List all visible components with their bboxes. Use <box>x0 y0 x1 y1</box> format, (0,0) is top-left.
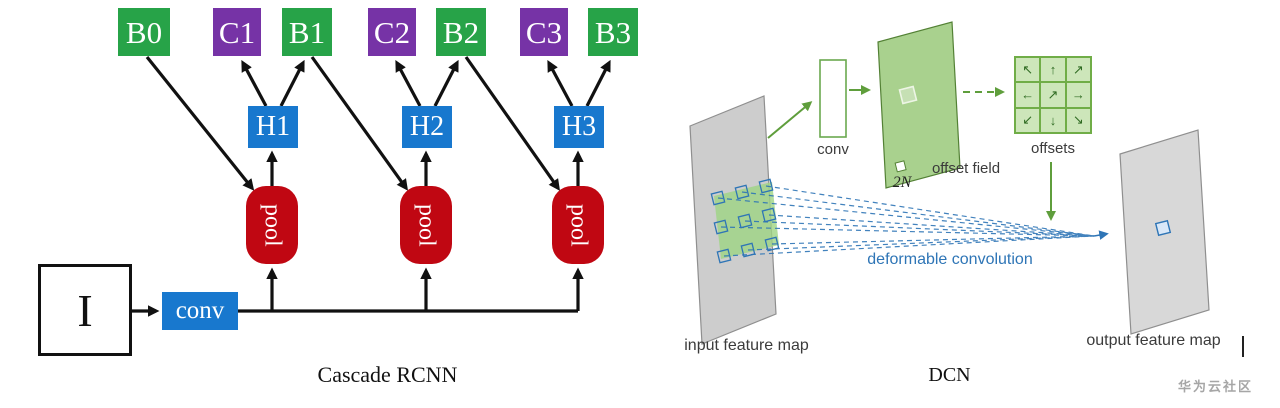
deformable-arrowhead <box>1093 230 1109 240</box>
node-b2: B2 <box>436 8 486 56</box>
node-h2: H2 <box>402 106 452 148</box>
cascade-arrows <box>128 55 611 317</box>
two-n-label: 2N <box>892 174 912 191</box>
node-c2: C2 <box>368 8 416 56</box>
deformable-convolution-label: deformable convolution <box>867 251 1033 268</box>
offset-arrow-icon: ↙ <box>1015 107 1041 133</box>
offset-arrow-icon: ↗ <box>1040 82 1066 108</box>
deformable-dashed-lines <box>717 185 1095 257</box>
node-h3: H3 <box>554 106 604 148</box>
input-feature-map-label: input feature map <box>684 337 809 354</box>
offsets-grid: ↖ ↑ ↗ ← ↗ → ↙ ↓ ↘ <box>1014 56 1092 134</box>
node-input-image: I <box>38 264 132 356</box>
offset-arrow-icon: ← <box>1015 82 1041 108</box>
node-h1: H1 <box>248 106 298 148</box>
node-b3: B3 <box>588 8 638 56</box>
offset-arrow-icon: → <box>1065 82 1091 108</box>
conv-label: conv <box>817 141 849 158</box>
node-b1: B1 <box>282 8 332 56</box>
node-pool2: pool <box>400 186 452 264</box>
node-c1: C1 <box>213 8 261 56</box>
sampling-squares <box>710 178 780 264</box>
watermark: 华为云社区 <box>1177 379 1253 394</box>
output-feature-map-label: output feature map <box>1086 332 1221 349</box>
green-arrows <box>767 85 1056 221</box>
offsets-label: offsets <box>1031 140 1075 157</box>
offset-field-inner-square <box>898 85 918 105</box>
offset-field-label: offset field <box>931 160 1001 177</box>
conv-kernel-rect <box>819 59 847 138</box>
output-sample-square <box>1154 219 1172 237</box>
node-c3: C3 <box>520 8 568 56</box>
offset-arrow-icon: ↗ <box>1065 57 1091 83</box>
offset-arrow-icon: ↘ <box>1065 107 1091 133</box>
channel-marker-square <box>894 160 907 173</box>
node-b0: B0 <box>118 8 170 56</box>
offset-field-plane <box>877 21 961 189</box>
caption-cascade-rcnn: Cascade RCNN <box>317 362 458 387</box>
caption-dcn: DCN <box>928 364 971 386</box>
node-pool3: pool <box>552 186 604 264</box>
offset-arrow-icon: ↓ <box>1040 107 1066 133</box>
text-cursor-bar <box>1242 336 1244 357</box>
offset-arrow-icon: ↖ <box>1015 57 1041 83</box>
offset-arrow-icon: ↑ <box>1040 57 1066 83</box>
node-pool1: pool <box>246 186 298 264</box>
node-conv: conv <box>162 292 238 330</box>
